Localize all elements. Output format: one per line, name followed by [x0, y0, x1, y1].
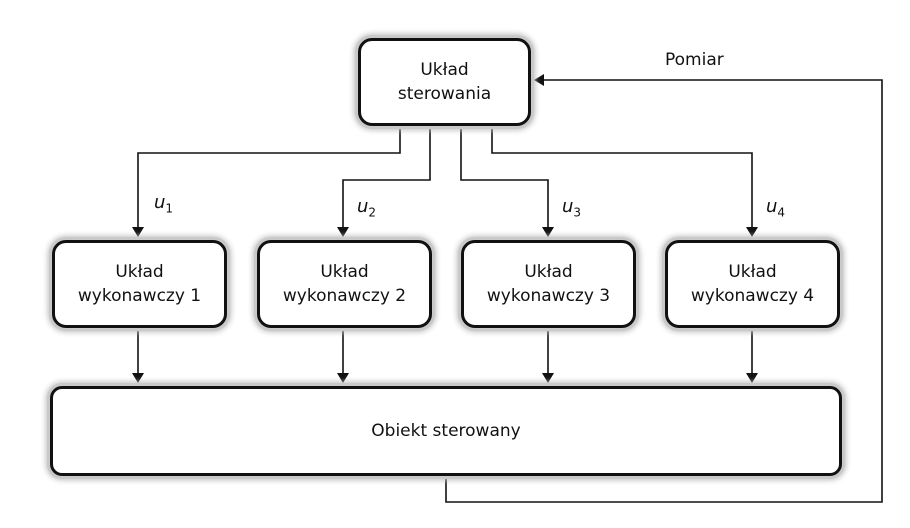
arrow-controller-to-executor-1 [132, 126, 401, 237]
feedback-label: Pomiar [665, 50, 724, 70]
signal-u1-label: u1 [154, 192, 174, 216]
signal-u3-label: u3 [562, 196, 582, 220]
arrow-controller-to-executor-4 [491, 126, 758, 237]
feedback-arrow [445, 74, 883, 503]
executor-2-label: Układ wykonawczy 2 [282, 262, 407, 306]
signal-u2-label: u2 [357, 196, 377, 220]
controller-label: Układ sterowania [397, 60, 492, 104]
signal-u4-label: u4 [766, 196, 786, 220]
arrow-controller-to-executor-3 [460, 126, 554, 237]
executor-1-label: Układ wykonawczy 1 [77, 262, 202, 306]
executor-block-2: Układ wykonawczy 2 [257, 240, 432, 328]
executor-4-label: Układ wykonawczy 4 [690, 262, 815, 306]
controlled-object-block: Obiekt sterowany [50, 386, 842, 476]
executor-block-1: Układ wykonawczy 1 [52, 240, 227, 328]
executor-block-3: Układ wykonawczy 3 [461, 240, 636, 328]
object-label: Obiekt sterowany [371, 421, 521, 441]
arrow-controller-to-executor-2 [337, 126, 431, 237]
controller-block: Układ sterowania [358, 38, 531, 126]
executor-3-label: Układ wykonawczy 3 [486, 262, 611, 306]
executor-block-4: Układ wykonawczy 4 [665, 240, 840, 328]
